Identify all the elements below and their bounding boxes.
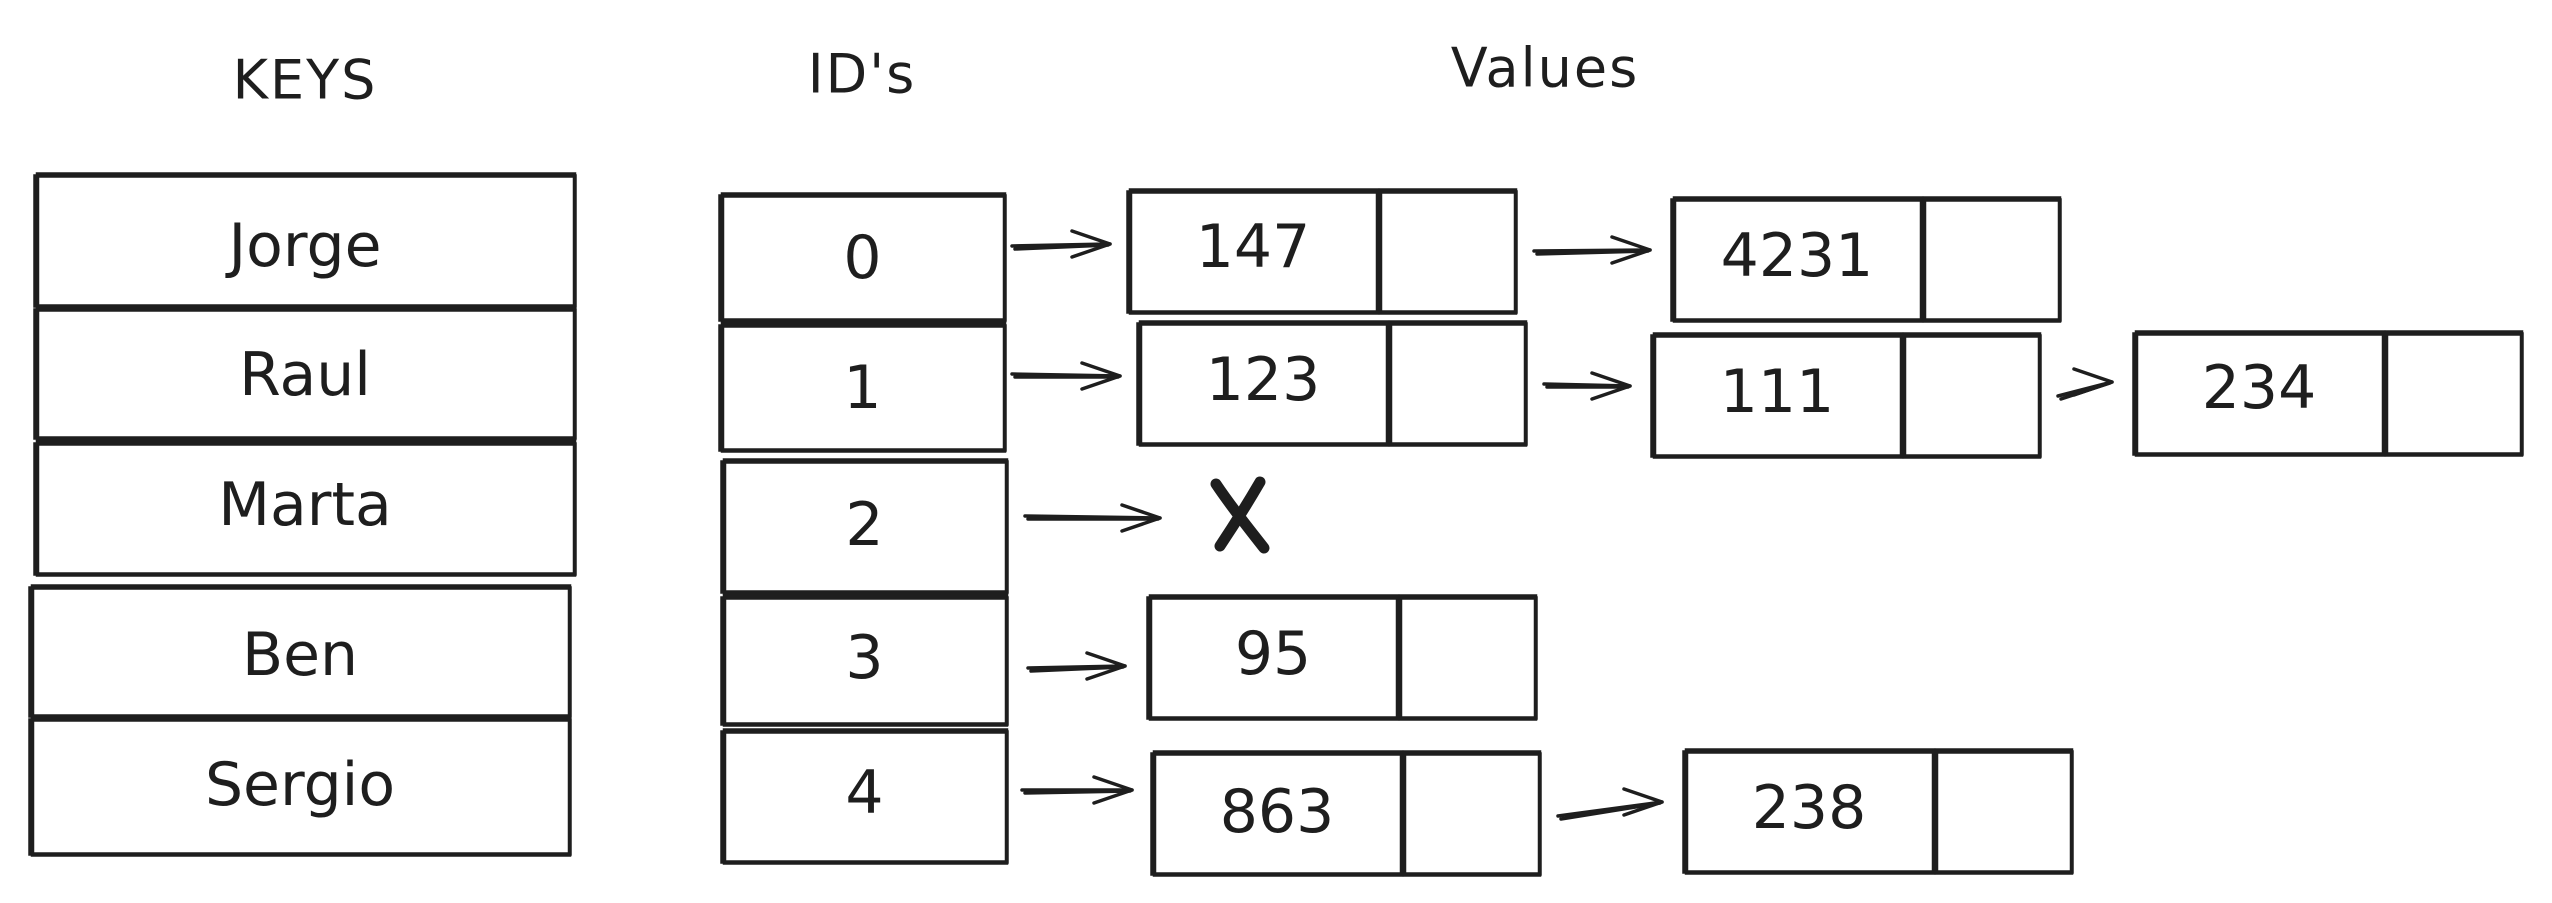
id-label: 0 <box>843 223 881 293</box>
value-node: 4231 <box>1670 196 2062 323</box>
key-cell: Marta <box>33 440 577 577</box>
value-node: 95 <box>1146 594 1538 721</box>
key-label: Sergio <box>205 750 395 820</box>
id-label: 2 <box>845 490 883 560</box>
empty-bucket-marker: X <box>0 0 1270 554</box>
id-cell: 2 <box>720 458 1009 595</box>
id-cell: 3 <box>720 594 1009 727</box>
value-label: 147 <box>1196 212 1311 282</box>
ids-column: 0 1 2 3 4 <box>718 192 1009 865</box>
id-cell: 1 <box>718 322 1007 453</box>
value-chain: 863 238 <box>1020 748 2074 877</box>
next-pointer-arrow <box>2056 367 2114 401</box>
value-node: 111 <box>1650 332 2042 459</box>
value-chain: 147 4231 <box>1010 188 2062 323</box>
value-label: 863 <box>1220 777 1335 847</box>
next-pointer-arrow <box>1532 235 1652 265</box>
value-node: 234 <box>2132 330 2524 457</box>
key-label: Raul <box>239 340 371 410</box>
values-header: Values <box>1451 37 1639 100</box>
next-pointer-arrow <box>1556 787 1664 821</box>
pointer-arrow <box>1020 775 1134 805</box>
pointer-arrow <box>1010 361 1122 391</box>
key-cell: Jorge <box>33 172 577 309</box>
keys-header: KEYS <box>233 49 378 112</box>
pointer-arrow <box>1010 229 1112 259</box>
empty-marker-text: X <box>0 0 1 1</box>
id-cell: 0 <box>718 192 1007 323</box>
key-cell: Raul <box>33 306 577 441</box>
id-label: 1 <box>843 353 881 423</box>
value-node: 863 <box>1150 750 1542 877</box>
pointer-arrow <box>1023 503 1162 533</box>
value-label: 123 <box>1206 345 1321 415</box>
value-label: 234 <box>2202 353 2317 423</box>
key-label: Ben <box>242 620 358 690</box>
id-label: 3 <box>845 623 883 693</box>
id-label: 4 <box>845 758 883 828</box>
value-chain: X <box>0 0 1270 554</box>
id-cell: 4 <box>720 728 1009 865</box>
value-node: 123 <box>1136 320 1528 447</box>
value-label: 95 <box>1235 619 1311 689</box>
key-label: Marta <box>218 470 392 540</box>
value-label: 238 <box>1752 773 1867 843</box>
ids-header: ID's <box>808 43 917 106</box>
value-chain: 95 <box>1026 594 1538 721</box>
key-cell: Sergio <box>28 716 572 857</box>
next-pointer-arrow <box>1542 371 1632 401</box>
value-label: 111 <box>1720 357 1835 427</box>
key-cell: Ben <box>28 584 572 719</box>
value-node: 238 <box>1682 748 2074 875</box>
value-label: 4231 <box>1721 221 1874 291</box>
value-node: 147 <box>1126 188 1518 315</box>
value-chain: 123 111 234 <box>1010 320 2524 459</box>
key-label: Jorge <box>224 211 381 281</box>
pointer-arrow <box>1026 651 1127 681</box>
